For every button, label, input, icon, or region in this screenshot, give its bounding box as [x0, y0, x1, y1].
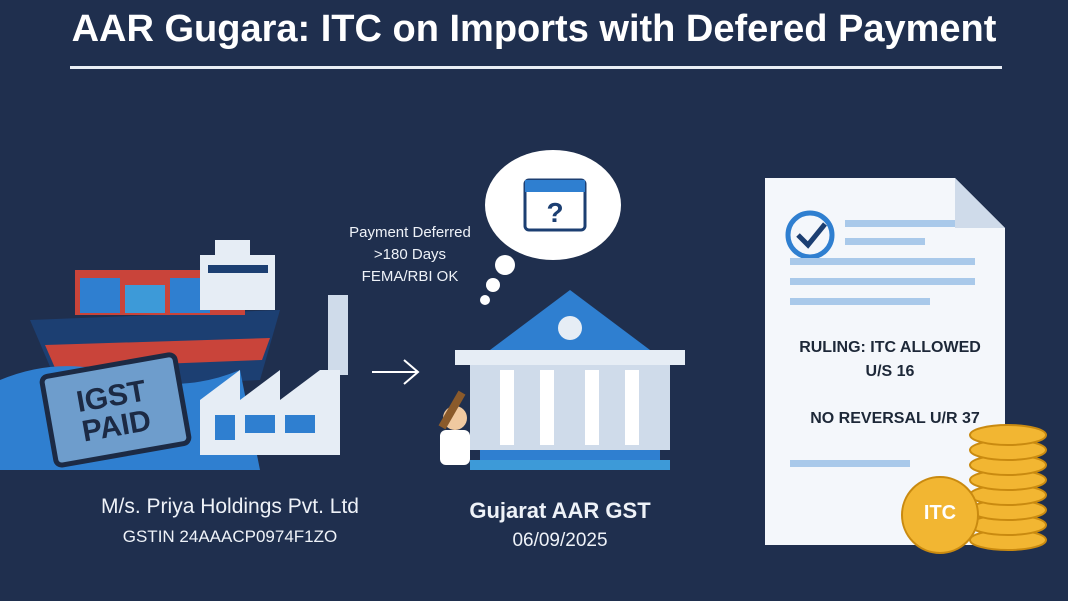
svg-text:?: ? [546, 197, 563, 228]
court-building-icon [455, 290, 685, 470]
ruling-date: 06/09/2025 [512, 530, 608, 551]
payment-note-line: Payment Deferred [349, 224, 471, 241]
clock-icon [558, 316, 582, 340]
title-divider [70, 66, 1002, 69]
stamp-box [39, 352, 192, 468]
payment-note-line: FEMA/RBI OK [361, 268, 459, 285]
check-icon [785, 210, 835, 260]
ruling-section: U/S 16 [865, 363, 915, 380]
thought-cloud-icon: ? [480, 150, 621, 305]
itc-coin-label: ITC [923, 502, 957, 524]
page-title: AAR Gugara: ITC on Imports with Defered … [71, 8, 997, 50]
payment-note-line: >180 Days [373, 246, 447, 263]
arrow-icon [372, 359, 420, 385]
authority-name: Gujarat AAR GST [469, 498, 651, 523]
payment-note: Payment Deferred >180 Days FEMA/RBI OK [320, 222, 500, 288]
ruling-line: RULING: ITC ALLOWED [799, 339, 981, 356]
no-reversal-text: NO REVERSAL U/R 37 [810, 410, 980, 427]
coin-stack-icon [901, 424, 1047, 554]
company-name: M/s. Priya Holdings Pvt. Ltd [101, 495, 359, 518]
judge-gavel-icon [438, 390, 470, 465]
ruling-text: RULING: ITC ALLOWED U/S 16 [780, 336, 1000, 384]
factory-icon [200, 295, 348, 455]
company-gstin: GSTIN 24AAACP0974F1ZO [122, 527, 338, 546]
ruling-document-icon [765, 178, 1005, 545]
